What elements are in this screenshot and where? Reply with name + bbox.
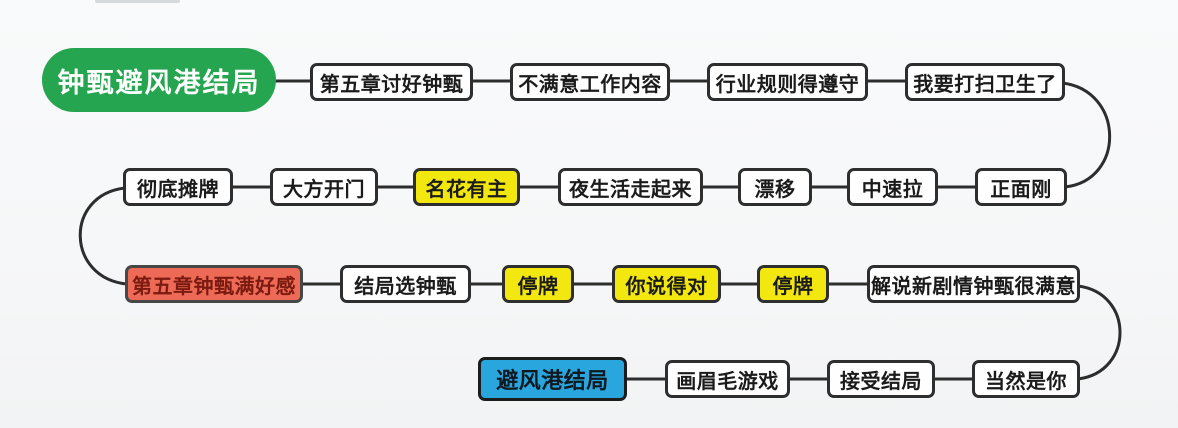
flow-node[interactable]: 结局选钟甄 [340,265,471,303]
flow-node[interactable]: 第五章讨好钟甄 [310,63,473,101]
connector-curve [78,186,129,286]
connector-curve [1076,284,1122,381]
flow-node[interactable]: 接受结局 [827,360,935,398]
flow-node-highlight[interactable]: 停牌 [502,265,574,303]
flow-node[interactable]: 彻底摊牌 [123,168,233,206]
flow-node-highlight[interactable]: 名花有主 [413,168,520,206]
ending-node[interactable]: 避风港结局 [478,357,627,401]
flow-node[interactable]: 当然是你 [972,360,1080,398]
flow-node[interactable]: 中速拉 [847,168,938,206]
flow-node[interactable]: 漂移 [738,168,812,206]
flow-node[interactable]: 解说新剧情钟甄很满意 [867,265,1080,303]
flow-node-highlight[interactable]: 停牌 [757,265,829,303]
flow-node[interactable]: 画眉毛游戏 [665,360,790,398]
flow-node[interactable]: 行业规则得遵守 [707,63,868,101]
flow-node[interactable]: 夜生活走起来 [558,168,703,206]
connector-curve [1060,81,1112,189]
flow-node-highlight[interactable]: 你说得对 [612,265,721,303]
flow-node[interactable]: 我要打扫卫生了 [905,63,1065,101]
root-node[interactable]: 钟甄避风港结局 [42,48,276,112]
flow-node[interactable]: 大方开门 [270,168,378,206]
flow-node[interactable]: 不满意工作内容 [510,63,670,101]
video-artifact [95,0,180,3]
milestone-node[interactable]: 第五章钟甄满好感 [125,265,303,303]
flow-node[interactable]: 正面刚 [975,168,1067,206]
